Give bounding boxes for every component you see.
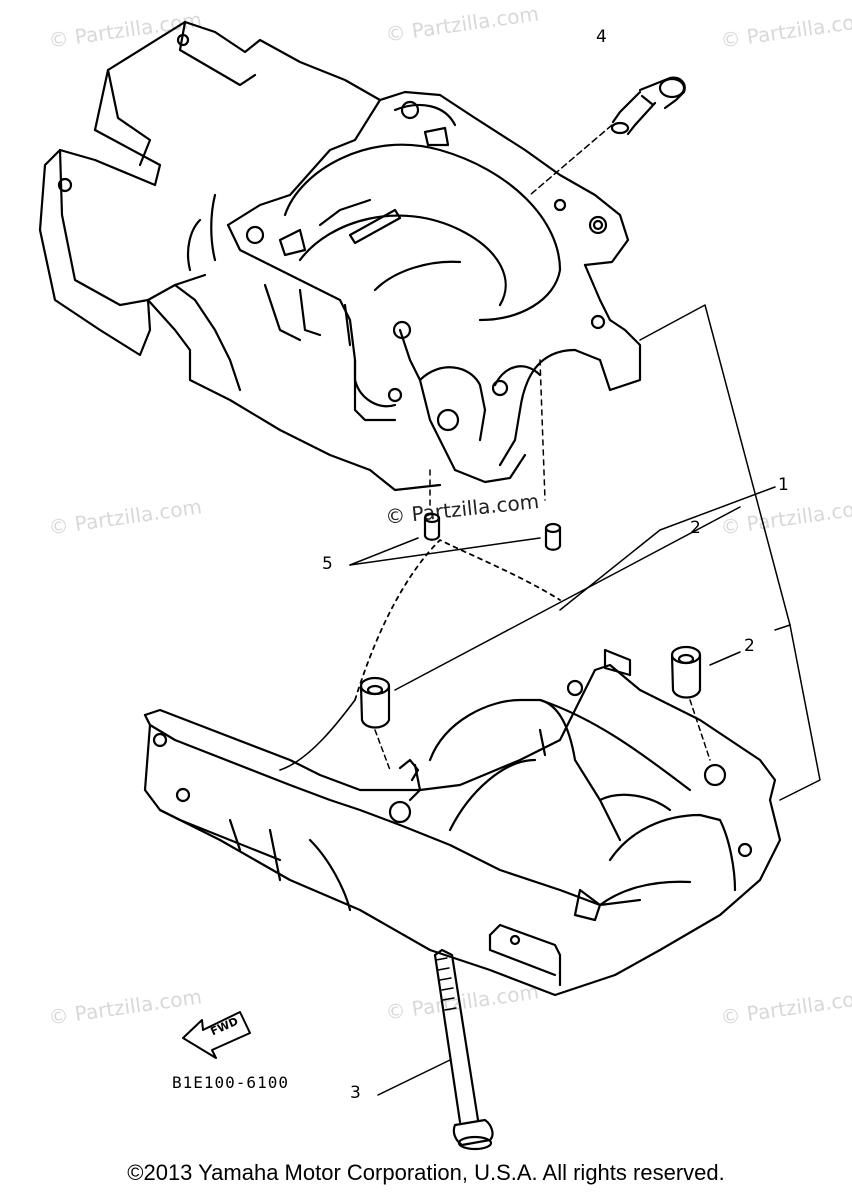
callout-2-upper: 2 [690,518,701,538]
fwd-arrow-icon [182,1011,251,1059]
callout-4: 4 [596,27,607,47]
diagram-code: B1E100-6100 [172,1073,289,1092]
bolt-3 [433,948,494,1151]
dowel-pin-left [359,676,391,729]
callout-5: 5 [322,554,333,574]
fitting-4 [610,76,686,136]
copyright-notice: ©2013 Yamaha Motor Corporation, U.S.A. A… [127,1160,725,1185]
upper-crankcase [38,20,642,492]
lower-crankcase [143,648,782,997]
callout-1: 1 [778,475,789,495]
alignment-arc [354,539,561,701]
callout-3: 3 [350,1083,361,1103]
lower-case-edge [279,699,356,771]
callout-2-lower: 2 [744,636,755,656]
pin-5-a [423,512,441,541]
leader-lines [349,124,821,1096]
dowel-pin-right [670,645,702,699]
pin-5-b [544,522,562,551]
